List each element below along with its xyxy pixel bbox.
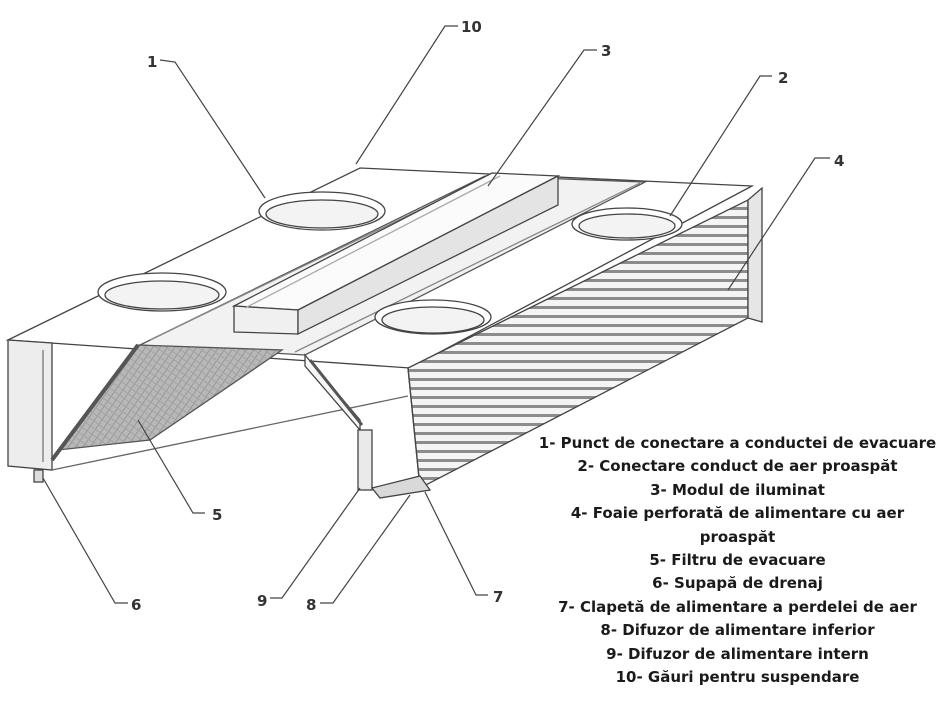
left-end-panel [7, 339, 53, 471]
legend-item: 10- Găuri pentru suspendare [615, 668, 860, 687]
hood-drawing [5, 167, 763, 499]
callout-3: 3 [601, 42, 611, 60]
callout-1: 1 [147, 53, 157, 71]
leader-2 [669, 75, 772, 217]
lighting-module [231, 172, 561, 336]
exhaust-duct-collar-front [97, 272, 227, 312]
callout-5: 5 [212, 506, 222, 524]
callout-7: 7 [493, 588, 503, 606]
callout-4: 4 [834, 152, 844, 170]
leader-9 [270, 487, 361, 599]
leader-3 [487, 49, 597, 187]
legend-item: 5- Filtru de evacuare [649, 551, 826, 570]
callout-labels: 1 2 3 4 5 6 7 8 9 10 [131, 18, 844, 614]
callout-9: 9 [257, 592, 267, 610]
legend-item: 4- Foaie perforată de alimentare cu aer … [570, 504, 905, 546]
legend-item: 7- Clapetă de alimentare a perdelei de a… [558, 597, 917, 616]
legend-item: 6- Supapă de drenaj [652, 574, 823, 593]
leader-7 [424, 491, 488, 596]
callout-6: 6 [131, 596, 141, 614]
leader-10 [355, 25, 458, 165]
fresh-air-collar-back [571, 207, 683, 241]
leader-1 [159, 59, 266, 199]
exhaust-filter [56, 344, 285, 451]
leader-5 [137, 419, 205, 514]
legend-item: 1- Punct de conectare a conductei de eva… [538, 434, 937, 452]
legend: 1- Punct de conectare a conductei de eva… [535, 432, 940, 689]
callout-8: 8 [306, 596, 316, 614]
exhaust-duct-collar-back [258, 191, 386, 231]
callout-10: 10 [461, 18, 482, 36]
leader-6 [42, 477, 128, 604]
legend-item: 9- Difuzor de alimentare intern [606, 644, 869, 663]
leader-lines [42, 25, 830, 604]
legend-item: 2- Conectare conduct de aer proaspăt [577, 457, 898, 476]
leader-4 [727, 157, 830, 291]
legend-item: 3- Modul de iluminat [650, 480, 825, 499]
internal-diffuser [357, 429, 373, 491]
leader-8 [320, 494, 411, 604]
callout-2: 2 [778, 69, 788, 87]
fresh-air-collar-front [374, 299, 492, 335]
bottom-diffuser [370, 475, 432, 499]
drain-valve [33, 469, 44, 483]
legend-item: 8- Difuzor de alimentare inferior [600, 621, 875, 640]
